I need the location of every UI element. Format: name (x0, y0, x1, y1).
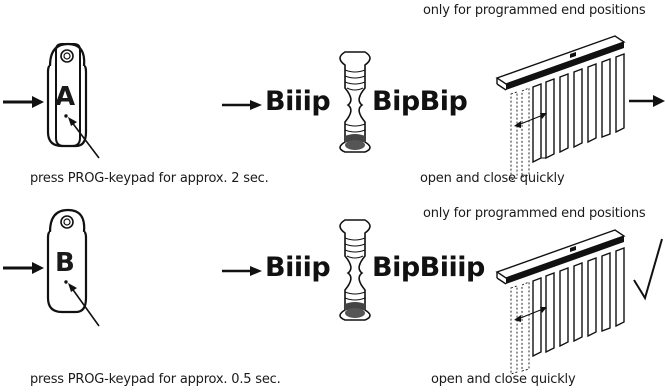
remote-control-icon (46, 208, 88, 314)
step-2-graphics (3, 208, 663, 375)
blind-note-bottom: open and close quickly (431, 372, 576, 387)
blind-note-bottom: open and close quickly (420, 171, 565, 186)
beep-arrow-icon (222, 100, 262, 110)
step-2: B press PROG-keypad for approx. 0.5 sec.… (0, 196, 665, 392)
blind-note-top: only for programmed end positions (423, 206, 646, 221)
remote-key-label: B (55, 248, 75, 278)
hourglass-icon (339, 219, 371, 321)
incoming-arrow-icon (3, 96, 44, 108)
beep-text-1: Biiip (265, 86, 331, 117)
remote-key-label: A (55, 82, 75, 112)
outgoing-arrow-icon (629, 95, 665, 107)
vertical-blind-icon (495, 229, 626, 375)
beep-text-2: BipBip (372, 86, 468, 117)
hourglass-icon (339, 51, 371, 153)
blind-note-top: only for programmed end positions (423, 3, 646, 18)
beep-arrow-icon (222, 266, 262, 276)
instruction-text: press PROG-keypad for approx. 2 sec. (30, 171, 269, 186)
vertical-blind-icon (495, 35, 626, 181)
checkmark-icon (633, 238, 663, 301)
beep-text-1: Biiip (265, 252, 331, 283)
step-1: A press PROG-keypad for approx. 2 sec. B… (3, 3, 665, 186)
pointer-arrow-icon (68, 117, 100, 159)
step-1-graphics (3, 35, 665, 181)
incoming-arrow-icon (3, 262, 44, 274)
beep-text-2: BipBiiip (372, 252, 485, 283)
pointer-arrow-icon (68, 283, 100, 327)
instruction-text: press PROG-keypad for approx. 0.5 sec. (30, 372, 281, 387)
